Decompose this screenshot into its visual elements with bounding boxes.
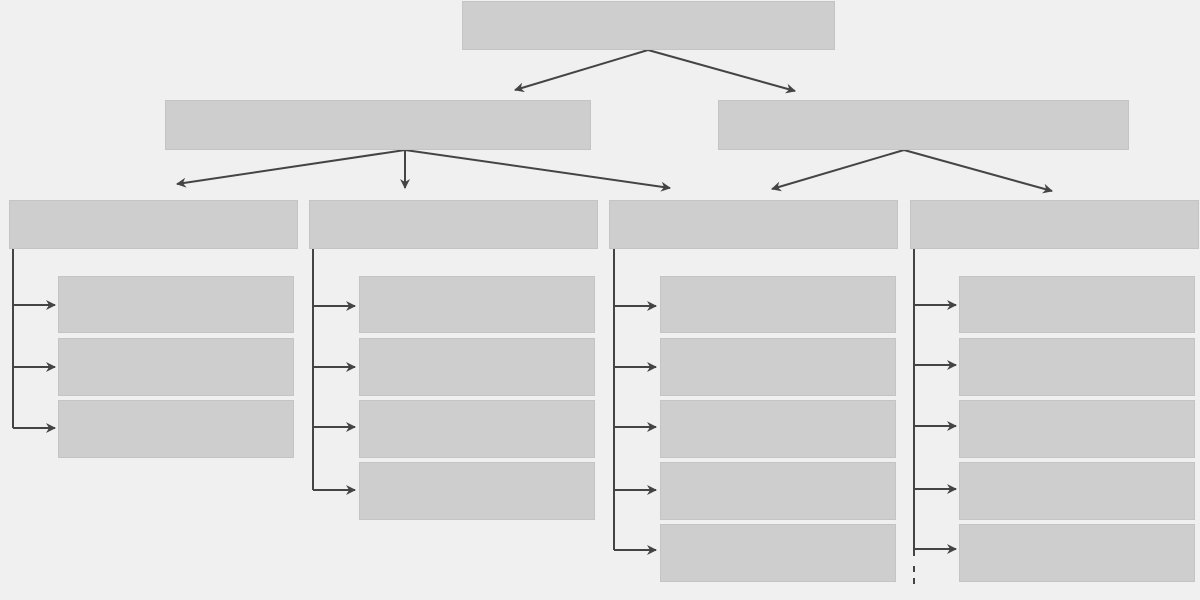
column-1-item <box>58 338 294 396</box>
level1-node-right <box>718 100 1129 150</box>
column-3-item <box>660 400 896 458</box>
column-4-header <box>910 200 1199 249</box>
column-4-item <box>959 400 1195 458</box>
column-2-bracket <box>312 249 356 495</box>
arrow-right-node-to-column-4 <box>903 149 1053 194</box>
column-4-item <box>959 462 1195 520</box>
arrow-root-to-left-node <box>514 49 649 93</box>
column-3-header <box>609 200 898 249</box>
column-1-header <box>9 200 298 249</box>
column-2-header <box>309 200 598 249</box>
column-2-item <box>359 338 595 396</box>
column-3-item <box>660 338 896 396</box>
column-1-item <box>58 276 294 333</box>
column-2-item <box>359 462 595 520</box>
arrow-right-node-to-column-3 <box>771 149 905 192</box>
column-4-item <box>959 338 1195 396</box>
column-3-item <box>660 462 896 520</box>
root-node <box>462 1 835 50</box>
column-1-bracket <box>12 249 56 433</box>
arrow-root-to-right-node <box>647 49 796 94</box>
level1-node-left <box>165 100 591 150</box>
column-3-item <box>660 276 896 333</box>
column-4-item <box>959 276 1195 333</box>
column-1-item <box>58 400 294 458</box>
arrow-left-node-to-column-3 <box>404 149 671 192</box>
column-2-item <box>359 400 595 458</box>
column-3-item <box>660 524 896 582</box>
column-4-item <box>959 524 1195 582</box>
column-2-item <box>359 276 595 333</box>
column-4-bracket <box>913 249 957 588</box>
arrow-left-node-to-column-1 <box>176 149 406 188</box>
column-3-bracket <box>613 249 657 555</box>
